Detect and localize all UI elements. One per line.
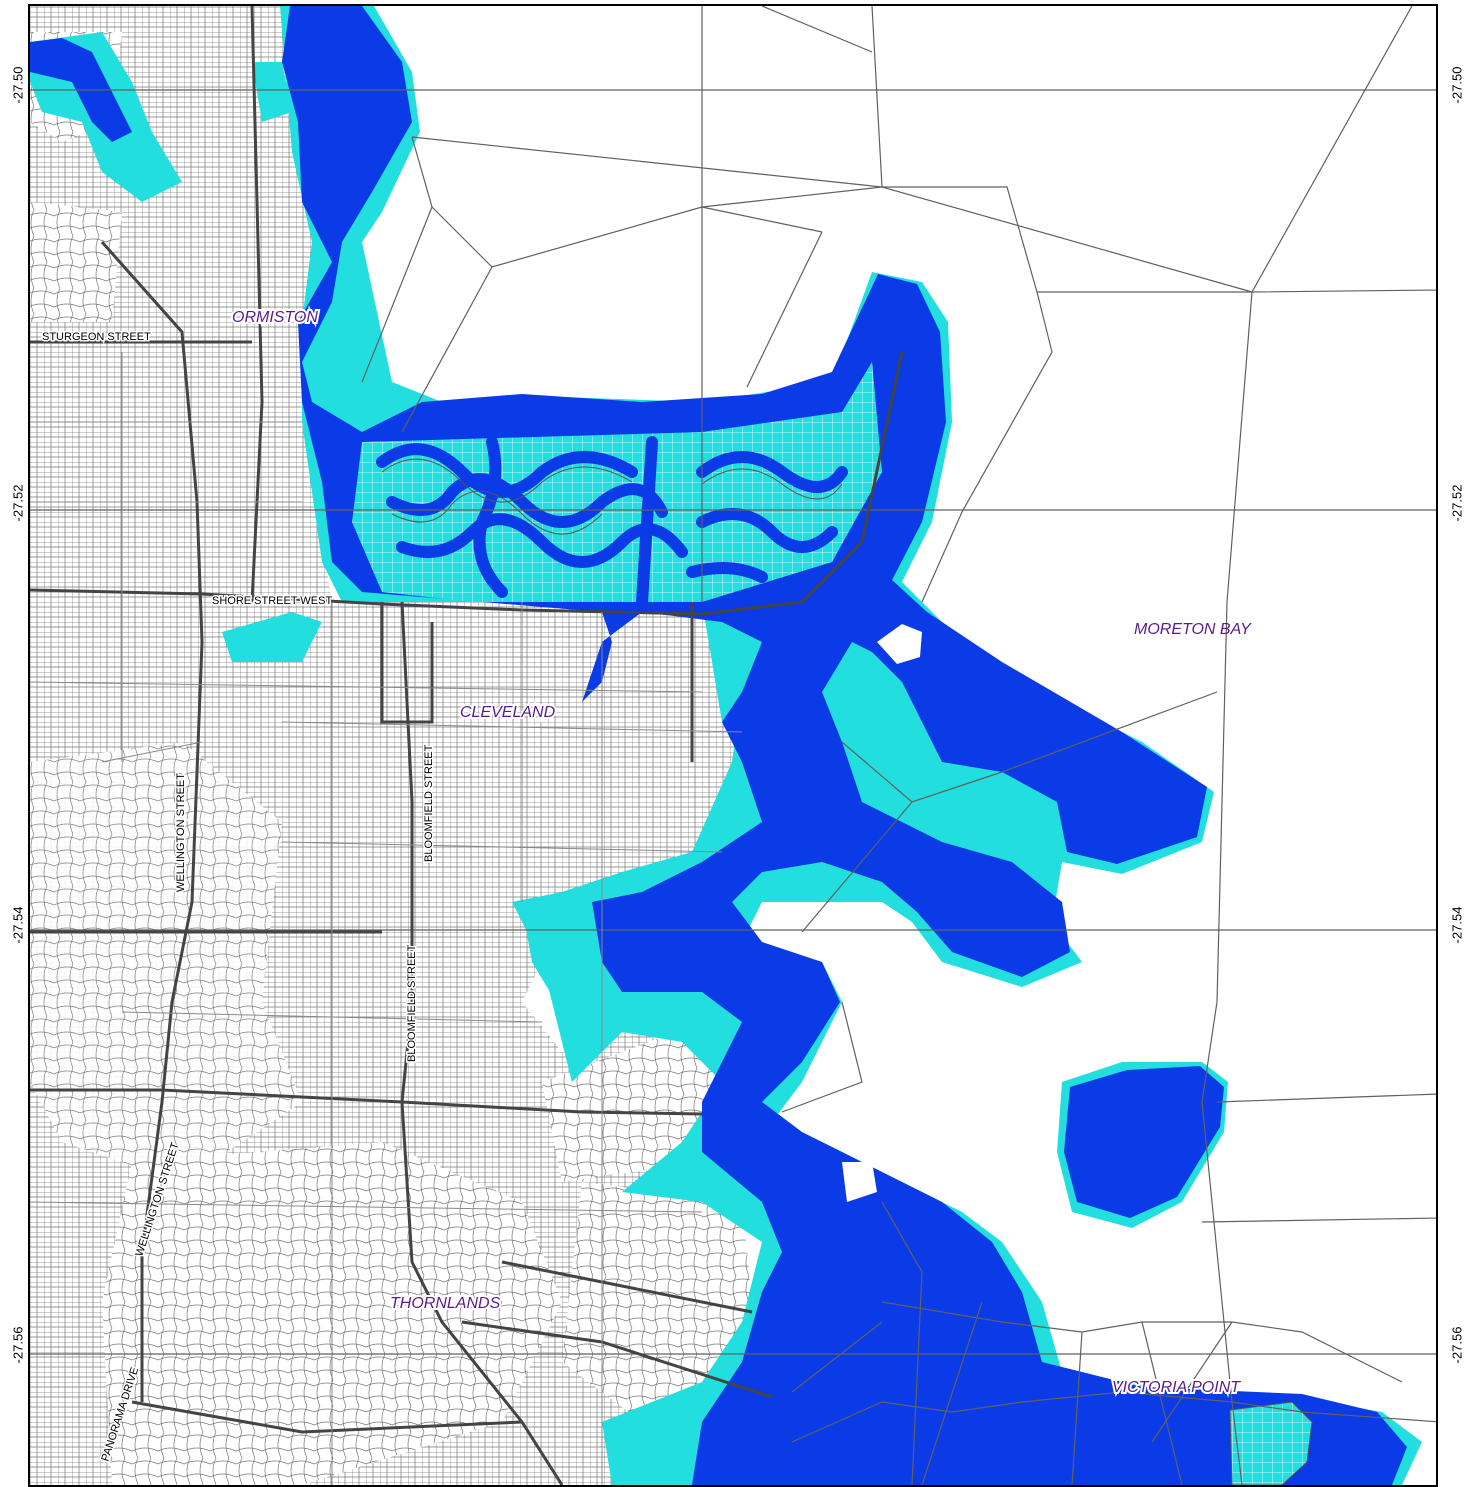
- street-label-bloomfield-b: BLOOMFIELD STREET: [423, 744, 435, 862]
- lat-label-left-2754: -27.54: [10, 906, 26, 944]
- lat-label-left-2752: -27.52: [10, 484, 26, 522]
- map-canvas[interactable]: STURGEON STREET SHORE STREET WEST WELLIN…: [30, 6, 1436, 1485]
- map-frame[interactable]: STURGEON STREET SHORE STREET WEST WELLIN…: [28, 4, 1438, 1487]
- lat-label-right-2754: -27.54: [1449, 906, 1465, 944]
- place-label-thornlands: THORNLANDS: [390, 1295, 501, 1312]
- place-label-victoria-point: VICTORIA POINT: [1112, 1379, 1241, 1396]
- place-label-ormiston: ORMISTON: [232, 309, 318, 326]
- victoria-point-estate: [1229, 1401, 1313, 1485]
- urban-area: [30, 6, 762, 1485]
- street-label-wellington-north: WELLINGTON STREET: [175, 773, 187, 892]
- lat-label-left-2756: -27.56: [10, 1326, 26, 1364]
- lat-label-right-2750: -27.50: [1449, 66, 1465, 104]
- lat-label-right-2752: -27.52: [1449, 484, 1465, 522]
- lat-label-right-2756: -27.56: [1449, 1326, 1465, 1364]
- mainland-cutouts: [842, 624, 922, 1202]
- street-label-shore-west: SHORE STREET WEST: [212, 595, 332, 607]
- street-label-sturgeon: STURGEON STREET: [42, 331, 151, 343]
- lat-label-left-2750: -27.50: [10, 66, 26, 104]
- canal-estate: [352, 362, 882, 608]
- place-labels: ORMISTON CLEVELAND THORNLANDS VICTORIA P…: [230, 307, 1252, 1398]
- place-label-moreton-bay: MORETON BAY: [1134, 621, 1252, 638]
- place-label-cleveland: CLEVELAND: [460, 704, 556, 721]
- street-label-bloomfield-a: BLOOMFIELD STREET: [406, 944, 418, 1062]
- minor-roads: [30, 352, 743, 1485]
- model-mesh: [30, 6, 1436, 1485]
